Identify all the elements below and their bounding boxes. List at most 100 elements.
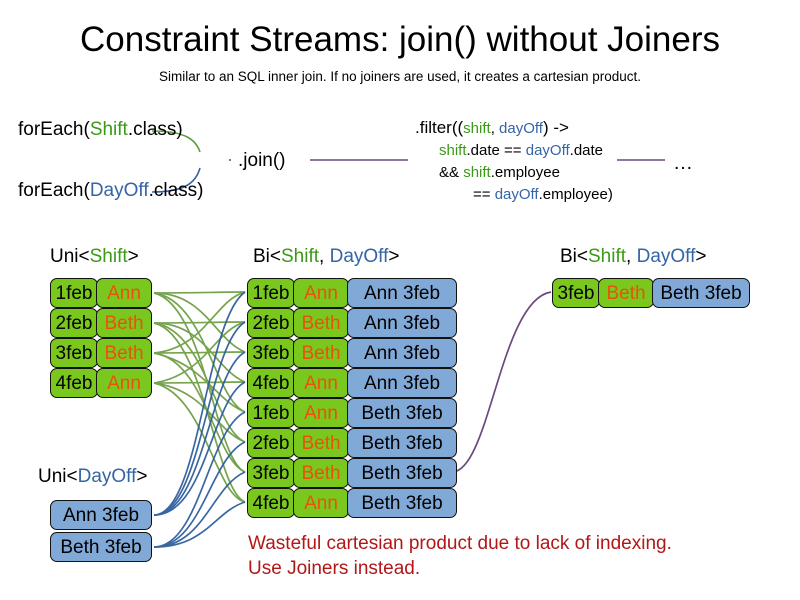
- filter-l4-b: .employee): [538, 186, 613, 203]
- bi-res-suffix: >: [695, 246, 707, 267]
- tuple-cell-employee: Ann: [293, 398, 349, 428]
- foreach-dayoff-expression: forEach(DayOff.class): [18, 180, 204, 202]
- tuple-cell-date: 2feb: [50, 308, 98, 338]
- bi-res-comma: ,: [626, 246, 637, 267]
- bi-res-prefix: Bi<: [560, 246, 588, 267]
- tuple-cell-dayoff: Ann 3feb: [347, 338, 457, 368]
- warning-text: Wasteful cartesian product due to lack o…: [248, 531, 672, 581]
- filter-l3-and: &&: [439, 164, 464, 181]
- bi-mid-prefix: Bi<: [253, 246, 281, 267]
- filter-l3-b: .employee: [490, 164, 560, 181]
- tuple-cell-date: 1feb: [50, 278, 98, 308]
- tuple-cell-dayoff: Ann 3feb: [347, 308, 457, 338]
- foreach-shift-type: Shift: [89, 119, 128, 140]
- tuple-cell-date: 2feb: [247, 428, 295, 458]
- tuple-cell-employee: Ann: [293, 278, 349, 308]
- uni-shift-prefix: Uni<: [50, 246, 90, 267]
- page-subtitle: Similar to an SQL inner join. If no join…: [159, 69, 641, 84]
- label-bi-middle: Bi<Shift, DayOff>: [253, 246, 399, 268]
- join-label: .join(): [238, 150, 286, 171]
- tuple-cell-employee: Beth: [96, 308, 152, 338]
- tuple-cell-dayoff: Ann 3feb: [50, 500, 152, 530]
- ellipsis-label: …: [673, 152, 695, 174]
- filter-param-shift: shift: [463, 120, 491, 137]
- tuple-cell-date: 1feb: [247, 398, 295, 428]
- bi-mid-type1: Shift: [281, 246, 320, 267]
- uni-dayoff-prefix: Uni<: [38, 466, 78, 487]
- filter-param-dayoff: dayOff: [499, 120, 543, 137]
- filter-l4-dayoff: dayOff: [494, 186, 539, 203]
- tuple-cell-dayoff: Beth 3feb: [347, 428, 457, 458]
- foreach-dayoff-suffix: .class): [148, 180, 204, 201]
- tuple-cell-employee: Ann: [96, 368, 152, 398]
- filter-l2-dayoff: dayOff: [525, 142, 570, 159]
- tuple-cell-dayoff: Ann 3feb: [347, 278, 457, 308]
- filter-expression: .filter((shift, dayOff) -> shift.date ==…: [415, 117, 613, 206]
- tuple-cell-date: 3feb: [247, 338, 295, 368]
- filter-arrow: ) ->: [542, 118, 569, 137]
- tuple-cell-employee: Ann: [293, 488, 349, 518]
- uni-shift-type: Shift: [89, 246, 128, 267]
- tuple-cell-date: 3feb: [247, 458, 295, 488]
- filter-line-1: .filter((shift, dayOff) ->: [415, 117, 613, 140]
- uni-dayoff-type: DayOff: [77, 466, 137, 487]
- tuple-cell-dayoff: Beth 3feb: [347, 458, 457, 488]
- tuple-cell-date: 4feb: [247, 368, 295, 398]
- foreach-shift-expression: forEach(Shift.class): [18, 119, 183, 141]
- filter-line-3: && shift.employee: [415, 162, 613, 184]
- filter-param-comma: ,: [490, 120, 500, 137]
- tuple-cell-date: 4feb: [247, 488, 295, 518]
- filter-l4-a: ==: [473, 186, 495, 203]
- page-title: Constraint Streams: join() without Joine…: [80, 20, 720, 59]
- filter-open: .filter((: [415, 118, 464, 137]
- tuple-cell-employee: Ann: [293, 368, 349, 398]
- tuple-cell-employee: Beth: [293, 338, 349, 368]
- bi-res-type1: Shift: [588, 246, 627, 267]
- tuple-cell-date: 1feb: [247, 278, 295, 308]
- bi-mid-suffix: >: [388, 246, 400, 267]
- tuple-cell-dayoff: Beth 3feb: [347, 488, 457, 518]
- filter-l2-b: .date: [569, 142, 604, 159]
- tuple-cell-dayoff: Beth 3feb: [347, 398, 457, 428]
- filter-l3-shift: shift: [463, 164, 491, 181]
- label-bi-result: Bi<Shift, DayOff>: [560, 246, 706, 268]
- tuple-cell-employee: Beth: [293, 428, 349, 458]
- foreach-shift-prefix: forEach(: [18, 119, 90, 140]
- tuple-cell-dayoff: Beth 3feb: [652, 278, 750, 308]
- tuple-row: Beth 3feb: [50, 532, 152, 562]
- tuple-cell-dayoff: Ann 3feb: [347, 368, 457, 398]
- filter-l2-a: .date ==: [466, 142, 526, 159]
- bi-mid-type2: DayOff: [329, 246, 389, 267]
- foreach-dayoff-prefix: forEach(: [18, 180, 90, 201]
- tuple-cell-employee: Beth: [96, 338, 152, 368]
- tuple-cell-date: 2feb: [247, 308, 295, 338]
- uni-shift-suffix: >: [127, 246, 139, 267]
- tuple-cell-employee: Beth: [598, 278, 654, 308]
- tuple-cell-date: 3feb: [552, 278, 600, 308]
- warning-line-2: Use Joiners instead.: [248, 558, 421, 579]
- tuple-cell-employee: Beth: [293, 458, 349, 488]
- warning-line-1: Wasteful cartesian product due to lack o…: [248, 533, 672, 554]
- uni-dayoff-suffix: >: [136, 466, 148, 487]
- filter-l2-shift: shift: [439, 142, 467, 159]
- label-uni-dayoff: Uni<DayOff>: [38, 466, 148, 488]
- filter-line-4: == dayOff.employee): [415, 184, 613, 206]
- tuple-row: Ann 3feb: [50, 500, 152, 530]
- label-uni-shift: Uni<Shift>: [50, 246, 139, 268]
- bi-res-type2: DayOff: [636, 246, 696, 267]
- tuple-cell-dayoff: Beth 3feb: [50, 532, 152, 562]
